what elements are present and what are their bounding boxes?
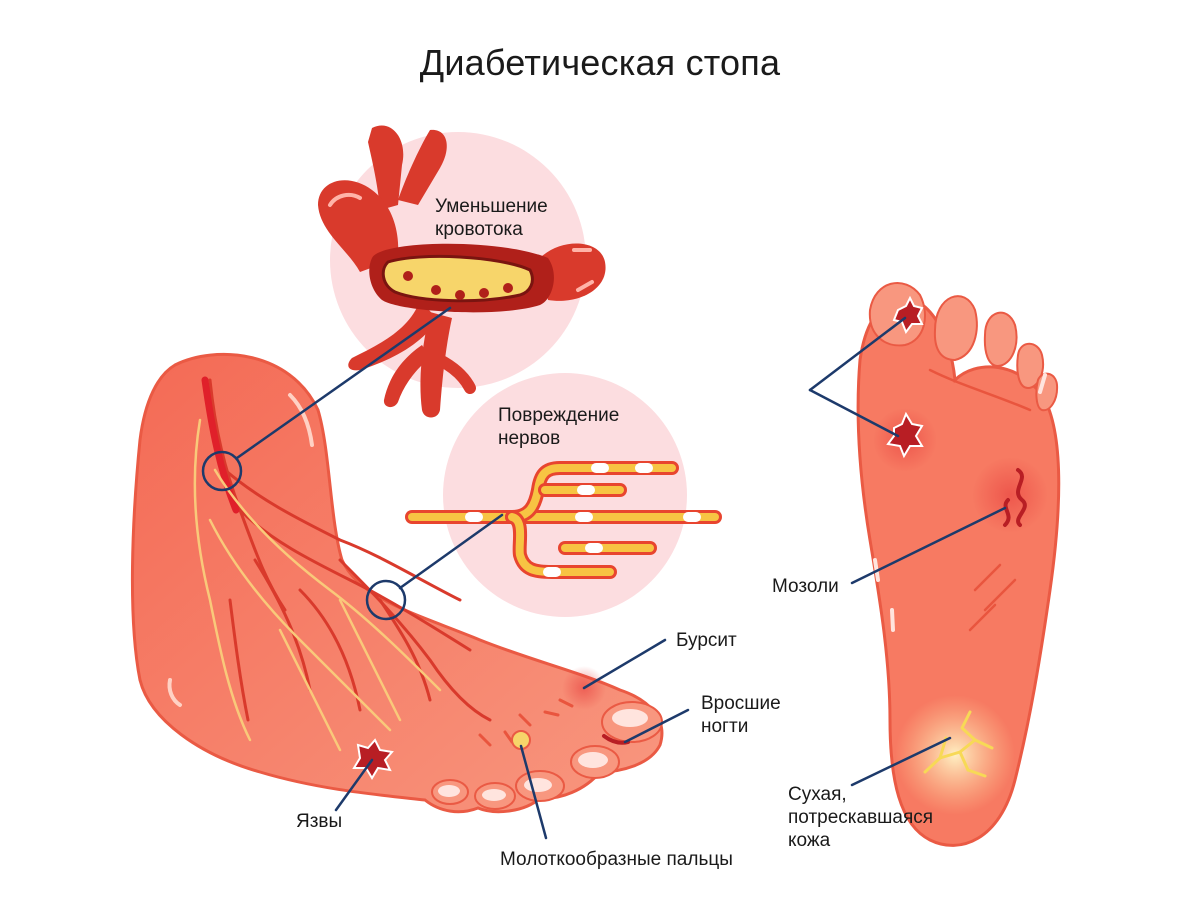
label-dry-skin: Сухая, потрескавшаяся кожа (788, 783, 933, 852)
label-bunion: Бурсит (676, 629, 737, 652)
label-ingrown-nails: Вросшие ногти (701, 692, 781, 738)
label-nerve-damage: Повреждение нервов (498, 404, 619, 450)
label-calluses: Мозоли (772, 575, 839, 598)
label-hammer-toes: Молоткообразные пальцы (500, 848, 733, 871)
label-ulcers: Язвы (296, 810, 342, 833)
label-blood-flow: Уменьшение кровотока (435, 195, 548, 241)
